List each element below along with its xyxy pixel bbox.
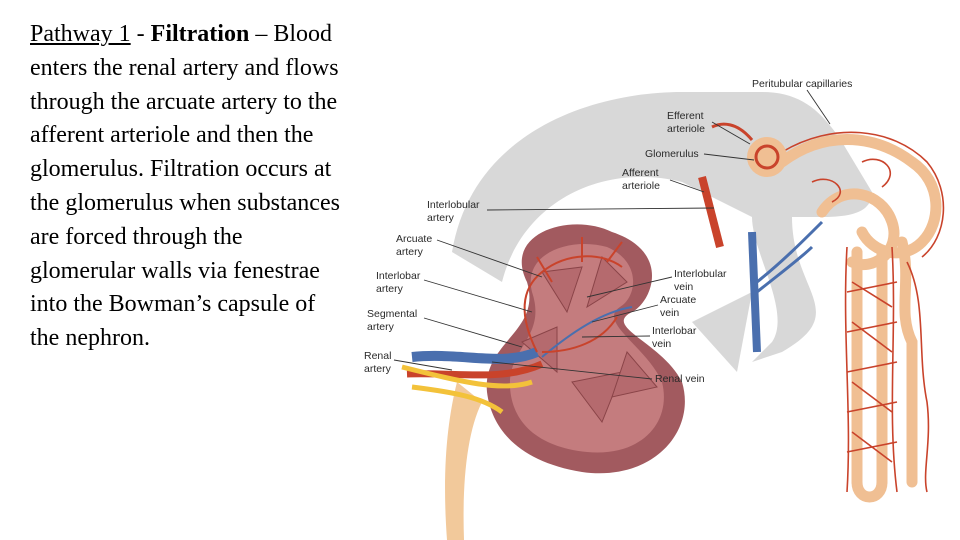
label-interlobular-vein-2: vein xyxy=(674,281,693,293)
flow-arrow xyxy=(452,92,872,362)
label-interlobular-artery-1: Interlobular xyxy=(427,199,480,211)
ureter xyxy=(445,382,482,540)
label-efferent-2: arteriole xyxy=(667,123,705,135)
label-interlobar-artery-1: Interlobar xyxy=(376,270,421,282)
label-arcuate-vein-2: vein xyxy=(660,307,679,319)
label-interlobular-artery-2: artery xyxy=(427,212,455,224)
label-segmental-artery-1: Segmental xyxy=(367,308,417,320)
label-efferent-1: Efferent xyxy=(667,110,704,122)
label-renal-vein: Renal vein xyxy=(655,373,705,385)
renal-nerve xyxy=(401,364,533,415)
pathway-label: Pathway 1 xyxy=(30,21,131,47)
section-title: Filtration xyxy=(150,21,250,47)
label-segmental-artery-2: artery xyxy=(367,321,395,333)
flow-arrow-head xyxy=(692,292,752,372)
label-afferent-1: Afferent xyxy=(622,167,659,179)
renal-vein xyxy=(411,347,539,364)
label-arcuate-vein-1: Arcuate xyxy=(660,294,696,306)
label-renal-artery-1: Renal xyxy=(364,350,391,362)
interlobular-artery xyxy=(698,176,724,248)
kidney-vessels xyxy=(523,237,633,358)
peritubular-capillaries xyxy=(781,131,945,493)
kidney-nephron-diagram: Peritubular capillaries Efferent arterio… xyxy=(352,52,960,540)
label-renal-artery-2: artery xyxy=(364,363,392,375)
separator: - xyxy=(130,21,151,47)
kidney-cortex xyxy=(509,244,664,453)
vein-branches xyxy=(756,220,824,294)
body-paragraph: Blood enters the renal artery and flows … xyxy=(30,21,340,352)
interlobular-vein xyxy=(748,231,761,353)
label-interlobular-vein-1: Interlobular xyxy=(674,268,727,280)
label-peritubular: Peritubular capillaries xyxy=(752,78,852,90)
glomerulus xyxy=(754,144,780,170)
label-arcuate-artery-2: artery xyxy=(396,246,424,258)
separator: – xyxy=(249,21,274,47)
efferent-arteriole xyxy=(711,122,754,141)
label-interlobar-artery-2: artery xyxy=(376,283,404,295)
slide-body-text: Pathway 1 - Filtration – Blood enters th… xyxy=(30,18,348,356)
label-arcuate-artery-1: Arcuate xyxy=(396,233,432,245)
bowmans-capsule xyxy=(747,137,787,177)
label-interlobar-vein-2: vein xyxy=(652,338,671,350)
leader-lines xyxy=(393,89,831,380)
label-afferent-2: arteriole xyxy=(622,180,660,192)
label-glomerulus: Glomerulus xyxy=(645,148,699,160)
renal-pyramids xyxy=(521,256,658,424)
label-interlobar-vein-1: Interlobar xyxy=(652,325,697,337)
